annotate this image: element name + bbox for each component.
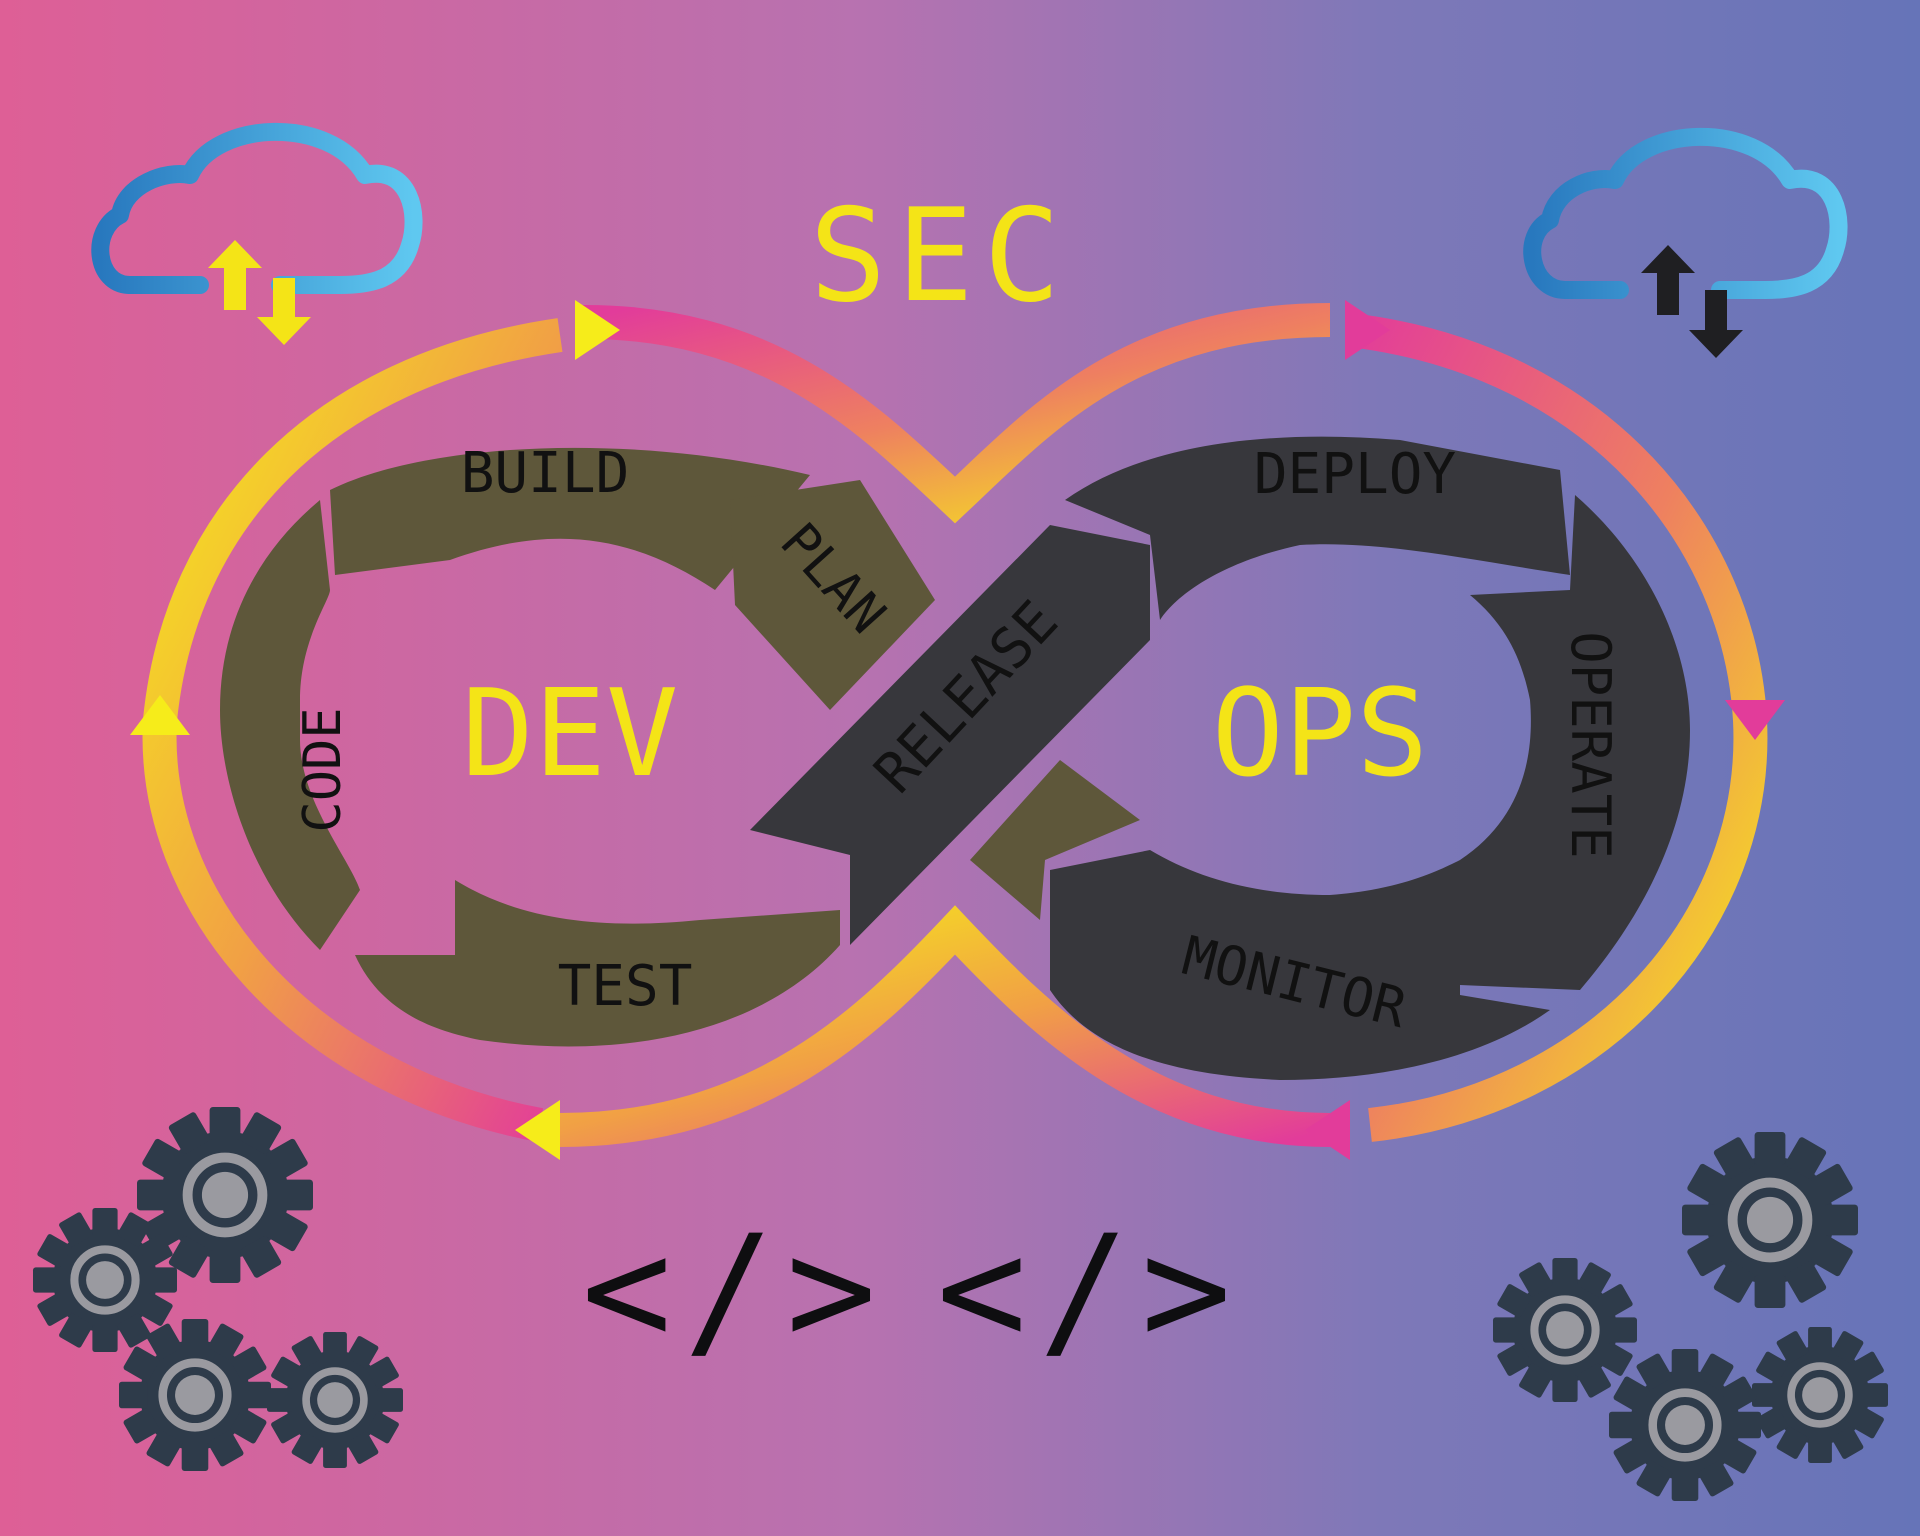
ops-loop (750, 436, 1690, 1080)
stage-deploy: DEPLOY (1254, 442, 1456, 507)
deploy-segment (1065, 436, 1570, 620)
page-title: SEC (809, 182, 1070, 331)
stage-operate: OPERATE (1559, 631, 1622, 859)
infinity-ribbon (130, 300, 1785, 1160)
stage-build: BUILD (461, 441, 630, 506)
test-segment (355, 880, 840, 1047)
operate-segment (1460, 495, 1690, 990)
dev-label: DEV (462, 665, 679, 804)
stage-code: CODE (293, 707, 353, 832)
arrow-down-icon (1689, 290, 1743, 358)
build-segment (330, 447, 810, 590)
cloud-sync-icon-right (1523, 127, 1848, 358)
stage-test: TEST (558, 954, 693, 1019)
arrow-up-icon (1641, 245, 1695, 315)
ops-label: OPS (1212, 665, 1429, 804)
cloud-sync-icon-left (91, 122, 423, 345)
code-segment (220, 500, 360, 950)
arrow-up-icon (208, 240, 262, 310)
dev-loop (220, 447, 935, 1047)
monitor-segment (1050, 850, 1550, 1080)
release-arrow (750, 525, 1150, 945)
plan-segment (730, 480, 935, 710)
code-tag-left: </> (582, 1204, 889, 1378)
monitor-olive-tip (970, 760, 1140, 920)
code-tag-right: </> (937, 1204, 1244, 1378)
arrow-down-icon (257, 278, 311, 345)
